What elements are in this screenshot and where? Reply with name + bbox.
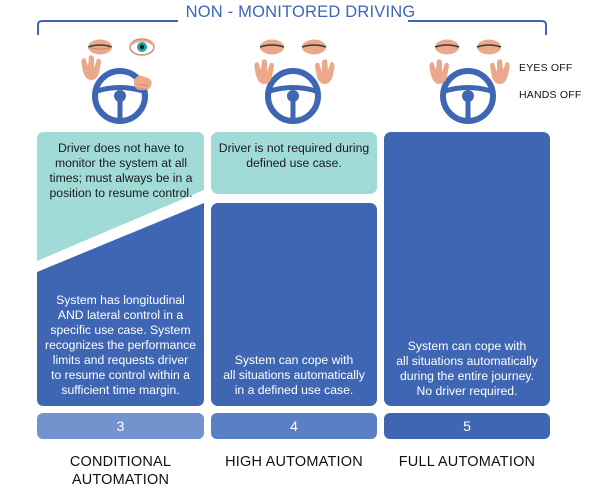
text-line: No driver required.: [416, 384, 518, 398]
driver-box-4: [211, 132, 377, 194]
level-label-3: CONDITIONAL AUTOMATION: [37, 453, 204, 489]
driver-text-3: Driver does not have to monitor the syst…: [40, 141, 202, 201]
label-line: AUTOMATION: [71, 472, 170, 488]
text-line: defined use case.: [246, 156, 342, 170]
steering-wheel-icon: [440, 68, 496, 124]
hand-icon: [133, 75, 152, 90]
text-line: System can cope with: [234, 353, 354, 367]
text-line: recognizes the performance: [44, 338, 197, 352]
label-line: CONDITIONAL: [69, 454, 172, 470]
text-line: specific use case. System: [50, 323, 191, 337]
driver-text-4: Driver is not required during defined us…: [211, 141, 377, 171]
icon-group-5: [429, 39, 510, 124]
legend-hands-off: HANDS OFF: [519, 89, 582, 101]
text-line: limits and requests driver: [52, 353, 189, 367]
header-bracket: [37, 20, 547, 35]
steering-wheel-icon: [265, 68, 321, 124]
eye-closed-icon: [476, 39, 502, 55]
level-badge-3: 3: [37, 413, 204, 439]
hand-icon: [429, 59, 449, 84]
eye-closed-icon: [301, 39, 327, 55]
text-line: times; must always be in a: [49, 171, 193, 185]
text-line: monitor the system at all: [54, 156, 188, 170]
system-box-5: [384, 132, 550, 406]
eye-closed-icon: [87, 39, 113, 55]
system-text-4: System can cope with all situations auto…: [211, 353, 377, 398]
text-line: Driver does not have to: [57, 141, 184, 155]
system-box-3: [37, 203, 204, 406]
level-label-5: FULL AUTOMATION: [398, 454, 536, 470]
system-box-4: [211, 203, 377, 406]
text-line: position to resume control.: [49, 186, 193, 200]
text-line: all situations automatically: [223, 368, 365, 382]
level-badge-5: 5: [384, 413, 550, 439]
system-text-5: System can cope with all situations auto…: [384, 339, 550, 399]
eye-closed-icon: [434, 39, 460, 55]
text-line: sufficient time margin.: [61, 383, 180, 397]
legend-eyes-off: EYES OFF: [519, 62, 573, 74]
text-line: during the entire journey.: [400, 369, 534, 383]
eye-closed-icon: [259, 39, 285, 55]
icon-group-4: [254, 39, 335, 124]
hand-icon: [81, 55, 101, 80]
text-line: to resume control within a: [51, 368, 190, 382]
text-line: in a defined use case.: [234, 383, 354, 397]
system-text-3: System has longitudinal AND lateral cont…: [37, 293, 204, 398]
level-badge-4: 4: [211, 413, 377, 439]
level-label-4: HIGH AUTOMATION: [225, 454, 363, 470]
hand-icon: [490, 59, 510, 84]
text-line: all situations automatically: [396, 354, 538, 368]
driver-box-3: [37, 132, 204, 261]
header-title: NON - MONITORED DRIVING: [185, 3, 416, 21]
icon-group-3: [81, 38, 155, 124]
text-line: AND lateral control in a: [57, 308, 184, 322]
hand-icon: [315, 59, 335, 84]
hand-icon: [254, 59, 274, 84]
text-line: System can cope with: [407, 339, 527, 353]
eye-open-icon: [129, 38, 155, 56]
text-line: Driver is not required during: [218, 141, 370, 155]
text-line: System has longitudinal: [56, 293, 185, 307]
